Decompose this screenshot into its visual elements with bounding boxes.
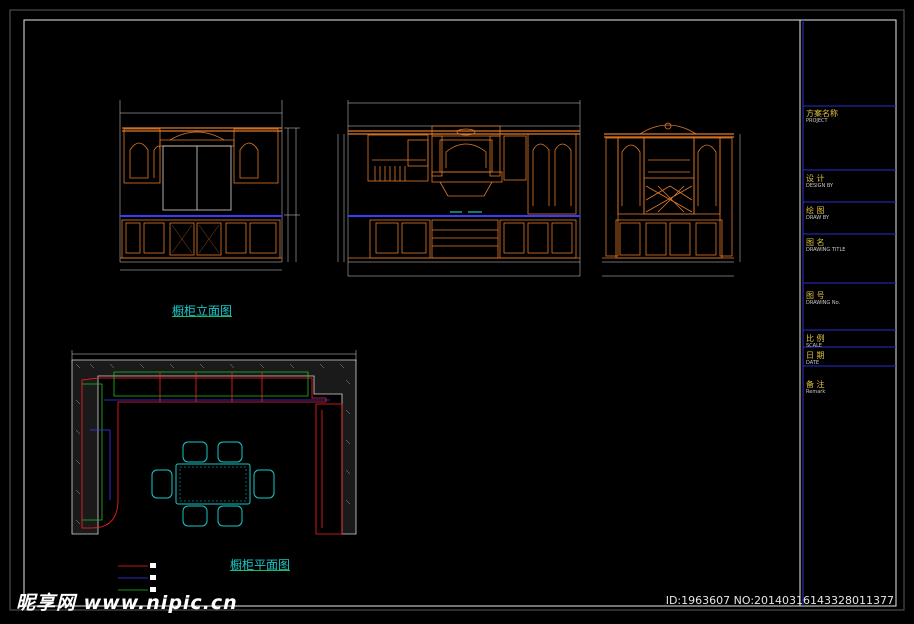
title-block-label: 绘 图 — [806, 206, 825, 215]
title-block-label: 日 期 — [806, 351, 825, 360]
elevation-caption: 橱柜立面图 — [172, 304, 233, 318]
plan-caption: 橱柜平面图 — [230, 558, 291, 572]
title-block-sublabel: DESIGN BY — [806, 183, 834, 189]
title-block-label: 比 例 — [806, 334, 825, 343]
outer-frame — [9, 9, 905, 611]
watermark-id-text: ID:1963607 NO:20140316143328011377 — [665, 594, 894, 607]
title-block-label: 方案名称 — [806, 109, 838, 118]
elevation-left — [119, 100, 300, 271]
title-block-sublabel: DRAWING No. — [806, 300, 841, 306]
watermark-logo: 昵享网 www.nipic.cn — [16, 592, 238, 614]
title-block-label: 图 号 — [806, 291, 825, 300]
floor-plan — [71, 350, 357, 592]
title-block-sublabel: PROJECT — [806, 118, 828, 124]
elevation-right — [602, 122, 741, 277]
title-block — [799, 20, 896, 606]
title-block-sublabel: DATE — [806, 360, 820, 366]
inner-frame — [23, 19, 897, 607]
title-block-sublabel: DRAWING TITLE — [806, 247, 846, 253]
title-block-label: 图 名 — [806, 238, 825, 247]
title-block-sublabel: Remark — [806, 389, 826, 395]
elevation-middle — [337, 100, 581, 277]
legend-lines — [118, 563, 156, 592]
title-block-sublabel: SCALE — [806, 343, 823, 349]
title-block-sublabel: DRAW BY — [806, 215, 830, 221]
title-block-label: 设 计 — [806, 174, 825, 183]
title-block-label: 备 注 — [806, 380, 825, 389]
